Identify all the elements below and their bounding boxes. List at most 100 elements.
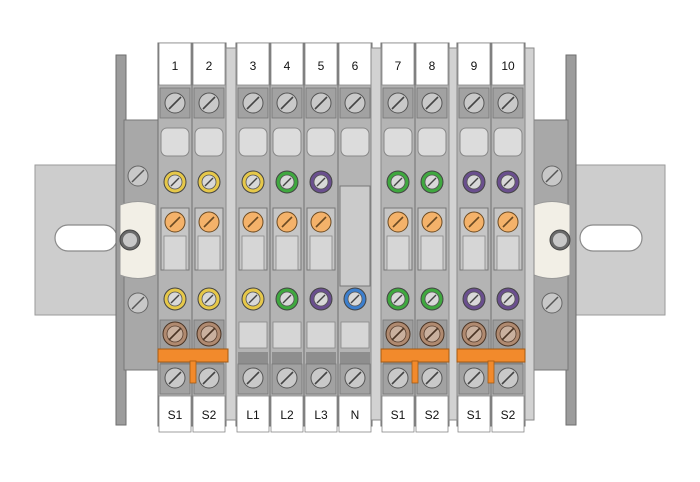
bridge-screw-slot	[425, 327, 439, 341]
ring-slot	[204, 294, 214, 304]
terminal-cap	[459, 127, 489, 157]
top-label-face	[270, 42, 304, 86]
screw-slot	[168, 96, 182, 110]
body-groove	[272, 352, 302, 364]
terminal-8: 8S2	[414, 42, 450, 433]
top-label-face	[192, 42, 226, 86]
bridge-slot	[238, 321, 268, 349]
screw-slot	[348, 371, 362, 385]
terminal-3: 3L1	[235, 42, 271, 433]
fuse-slot	[315, 216, 327, 228]
top-label-face	[491, 42, 525, 86]
bridges-group	[157, 348, 526, 384]
screw-slot	[425, 96, 439, 110]
ring-slot	[204, 177, 214, 187]
bottom-label-face	[236, 395, 270, 433]
screw-slot	[425, 371, 439, 385]
bottom-label: S2	[501, 408, 516, 422]
fuse-window	[462, 235, 486, 271]
separator-plate	[225, 47, 237, 421]
screw-slot	[202, 96, 216, 110]
body-groove	[238, 352, 268, 364]
fuse-slot	[281, 216, 293, 228]
ring-slot	[316, 177, 326, 187]
ring-slot	[427, 294, 437, 304]
bridge-slot	[306, 321, 336, 349]
bottom-label: L2	[280, 408, 294, 422]
rail-slot-right	[579, 224, 643, 252]
separator-plate	[370, 47, 382, 421]
fuse-window	[275, 235, 299, 271]
screw-slot	[314, 371, 328, 385]
screw-slot	[280, 96, 294, 110]
fuse-slot	[392, 216, 404, 228]
top-label: 6	[352, 59, 359, 73]
body-groove	[340, 352, 370, 364]
jumper-bar	[380, 348, 450, 363]
ring-slot	[393, 177, 403, 187]
bottom-label-face	[270, 395, 304, 433]
screw-slot	[246, 371, 260, 385]
bottom-label: S1	[168, 408, 183, 422]
jumper-tab	[411, 360, 419, 384]
jumper-bar	[456, 348, 526, 363]
separator-plates	[225, 47, 535, 421]
screw-slot	[280, 371, 294, 385]
fuse-slot	[247, 216, 259, 228]
fuse-window	[309, 235, 333, 271]
separator-plate	[448, 47, 458, 421]
screw-slot	[391, 96, 405, 110]
terminal-7: 7S1	[380, 42, 416, 433]
bottom-label: S2	[425, 408, 440, 422]
jumper-bar	[157, 348, 229, 363]
terminal-9: 9S1	[456, 42, 492, 433]
bottom-label-face	[491, 395, 525, 433]
top-label-face	[415, 42, 449, 86]
fuse-slot	[468, 216, 480, 228]
ring-slot	[503, 294, 513, 304]
bridge-screw-slot	[501, 327, 515, 341]
bottom-label-face	[158, 395, 192, 433]
ring-slot	[282, 177, 292, 187]
top-label: 5	[318, 59, 325, 73]
top-label: 7	[395, 59, 402, 73]
fuse-window	[496, 235, 520, 271]
bridge-screw-slot	[391, 327, 405, 341]
top-label-face	[381, 42, 415, 86]
ring-slot	[316, 294, 326, 304]
terminal-cap	[383, 127, 413, 157]
terminal-cap	[194, 127, 224, 157]
end-bracket-right	[531, 54, 577, 426]
screw-slot	[467, 371, 481, 385]
top-label-face	[338, 42, 372, 86]
bridge-slot	[340, 321, 370, 349]
screw-slot	[168, 371, 182, 385]
bottom-label: N	[351, 408, 360, 422]
ring-slot	[248, 294, 258, 304]
bottom-label: S1	[467, 408, 482, 422]
top-label: 8	[429, 59, 436, 73]
terminal-cap	[238, 127, 268, 157]
fuse-window	[241, 235, 265, 271]
top-label: 9	[471, 59, 478, 73]
bottom-label-face	[457, 395, 491, 433]
screw-slot	[501, 371, 515, 385]
terminal-1: 1S1	[157, 42, 193, 433]
terminal-2: 2S2	[191, 42, 227, 433]
ring-slot	[469, 294, 479, 304]
terminal-cap	[272, 127, 302, 157]
fuse-slot	[426, 216, 438, 228]
screw-slot	[501, 96, 515, 110]
screw-slot	[391, 371, 405, 385]
terminal-cap	[340, 127, 370, 157]
ring-slot	[393, 294, 403, 304]
top-label-face	[457, 42, 491, 86]
terminal-cap	[417, 127, 447, 157]
jumper-tab	[487, 360, 495, 384]
top-label: 2	[206, 59, 213, 73]
neutral-window	[339, 185, 371, 287]
ring-slot	[248, 177, 258, 187]
